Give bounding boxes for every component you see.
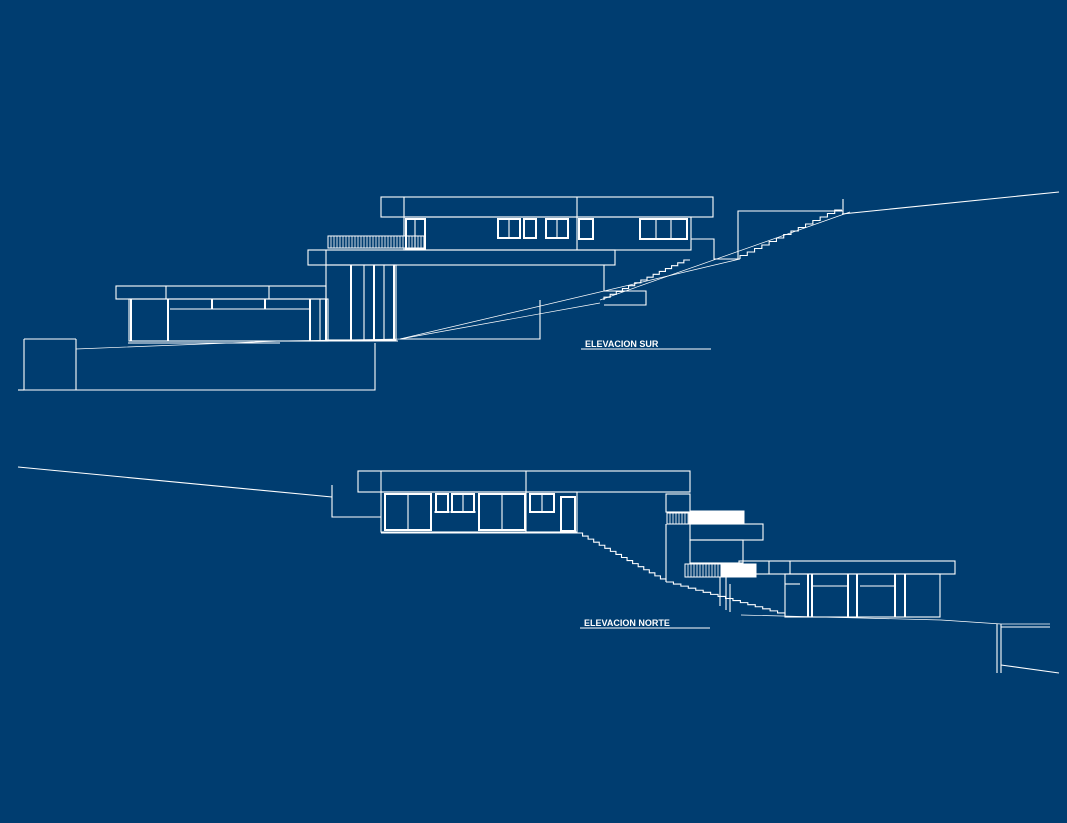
middle-volume-sur xyxy=(307,249,647,341)
terrain-sur xyxy=(18,191,1060,391)
terrain-norte xyxy=(17,466,1060,674)
stairs-sur xyxy=(603,209,842,300)
elevation-norte: ELEVACION NORTE xyxy=(17,466,1060,674)
windows-upper-norte xyxy=(384,493,576,532)
upper-volume-sur xyxy=(327,196,844,260)
elevation-sur: ELEVACION SUR xyxy=(18,191,1060,391)
lower-volume-sur xyxy=(115,285,398,344)
elevation-title-sur: ELEVACION SUR xyxy=(585,339,659,349)
label-elevacion-norte: ELEVACION NORTE xyxy=(580,618,710,629)
upper-volume-norte xyxy=(357,470,691,534)
elevation-title-norte: ELEVACION NORTE xyxy=(584,618,670,628)
middle-volume-norte xyxy=(665,493,764,582)
windows-upper-sur xyxy=(405,218,688,250)
stairs-norte xyxy=(577,532,786,615)
lower-volume-norte xyxy=(719,560,956,618)
label-elevacion-sur: ELEVACION SUR xyxy=(581,339,711,350)
